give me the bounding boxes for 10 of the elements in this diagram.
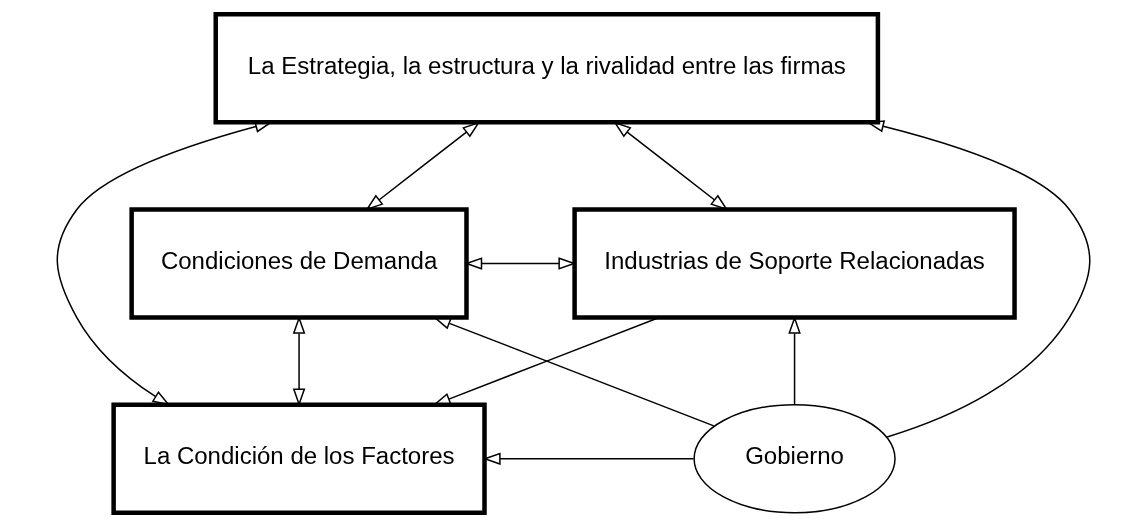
arrow xyxy=(364,121,480,211)
node-box: Industrias de Soporte Relacionadas xyxy=(571,207,1017,320)
node-ellipse: Gobierno xyxy=(692,403,896,514)
arrow xyxy=(612,121,728,211)
arrow xyxy=(432,317,659,406)
node-box: La Estrategia, la estructura y la rivalidad entre las firmas xyxy=(213,12,880,125)
node-box: La Condición de los Factores xyxy=(110,402,487,515)
arrow xyxy=(432,316,715,427)
arrow xyxy=(463,257,576,270)
node-box: Condiciones de Demanda xyxy=(128,207,469,320)
